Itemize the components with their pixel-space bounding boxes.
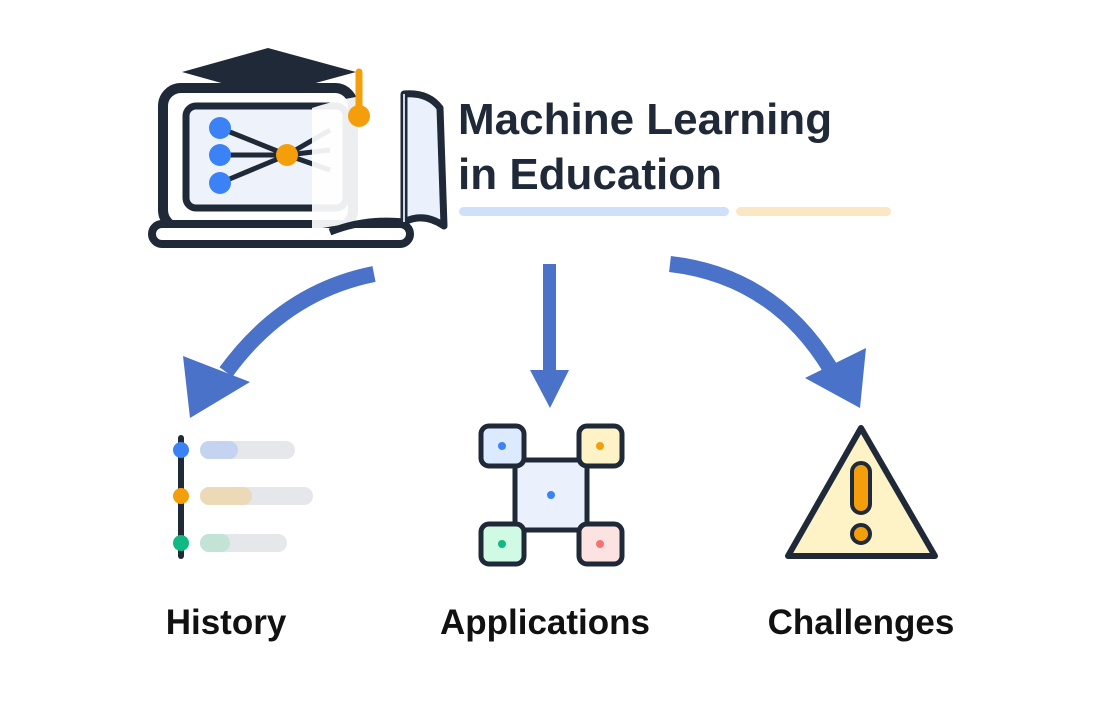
tassel-icon [348, 68, 370, 127]
arrow-to-applications [530, 264, 569, 408]
timeline-icon [173, 435, 313, 559]
open-book-icon [312, 90, 448, 236]
arrow-to-history [183, 266, 376, 418]
network-nodes-icon [478, 423, 625, 567]
title-underline-blue [459, 207, 729, 216]
laptop-base [148, 220, 414, 248]
laptop-book-logo-icon [148, 48, 448, 248]
warning-icon [785, 425, 938, 559]
label-history: History [166, 603, 287, 642]
arrow-to-challenges [669, 256, 866, 408]
label-challenges: Challenges [768, 603, 955, 642]
title-line-1: Machine Learning [458, 95, 832, 144]
label-applications: Applications [440, 603, 650, 642]
title-underline-orange [736, 207, 891, 216]
title-line-2: in Education [458, 150, 722, 199]
